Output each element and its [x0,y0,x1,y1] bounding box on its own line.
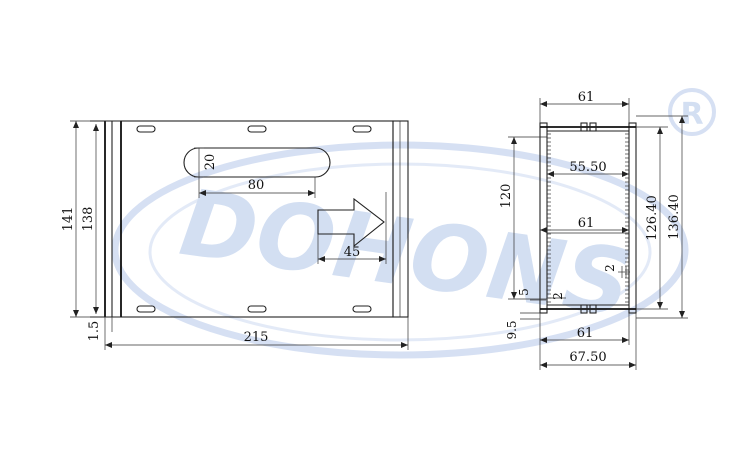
dim-inner-width: 55.50 [569,160,606,175]
dim-width: 215 [244,330,269,345]
mounting-slot [136,125,156,133]
dim-arrow-offset: 45 [344,245,361,260]
top-tab [580,122,588,132]
large-slot [183,147,331,178]
dim-fin-2: 2 [551,292,565,300]
registered-mark-circle [668,88,716,136]
dim-height-inner: 138 [81,207,96,232]
watermark: DOHONS R [111,88,716,359]
mounting-slot [136,305,156,313]
dim-height-outer: 141 [61,207,76,232]
watermark-text: DOHONS [174,169,638,338]
dim-bottom-width: 61 [577,326,594,341]
registered-mark-text: R [680,97,703,132]
dim-fin-1: 2 [603,264,617,272]
dim-slot-length: 80 [248,178,265,193]
mounting-slot [247,305,267,313]
front-view: 141 138 1.5 215 20 80 45 [61,120,409,350]
dim-top-width: 61 [578,90,595,105]
dim-inner-height: 120 [499,184,514,209]
airflow-arrow [317,197,385,248]
top-tab [589,122,597,132]
front-right-rail [392,120,409,318]
dim-slot-height: 20 [203,154,218,171]
dim-mid-width: 61 [578,216,595,231]
dim-base: 9.5 [505,320,519,339]
side-view: 61 55.50 61 120 126.40 136.40 2 2 5 [499,90,688,370]
dim-overall-width: 67.50 [569,350,606,365]
bottom-tab [580,304,588,314]
bottom-tab [589,304,597,314]
dim-foot: 5 [517,288,531,296]
mounting-slot [352,305,372,313]
dim-height-a: 126.40 [645,195,660,241]
dim-height-b: 136.40 [667,194,682,240]
mounting-slot [352,125,372,133]
mounting-slot [247,125,267,133]
dim-flange: 1.5 [87,321,102,342]
